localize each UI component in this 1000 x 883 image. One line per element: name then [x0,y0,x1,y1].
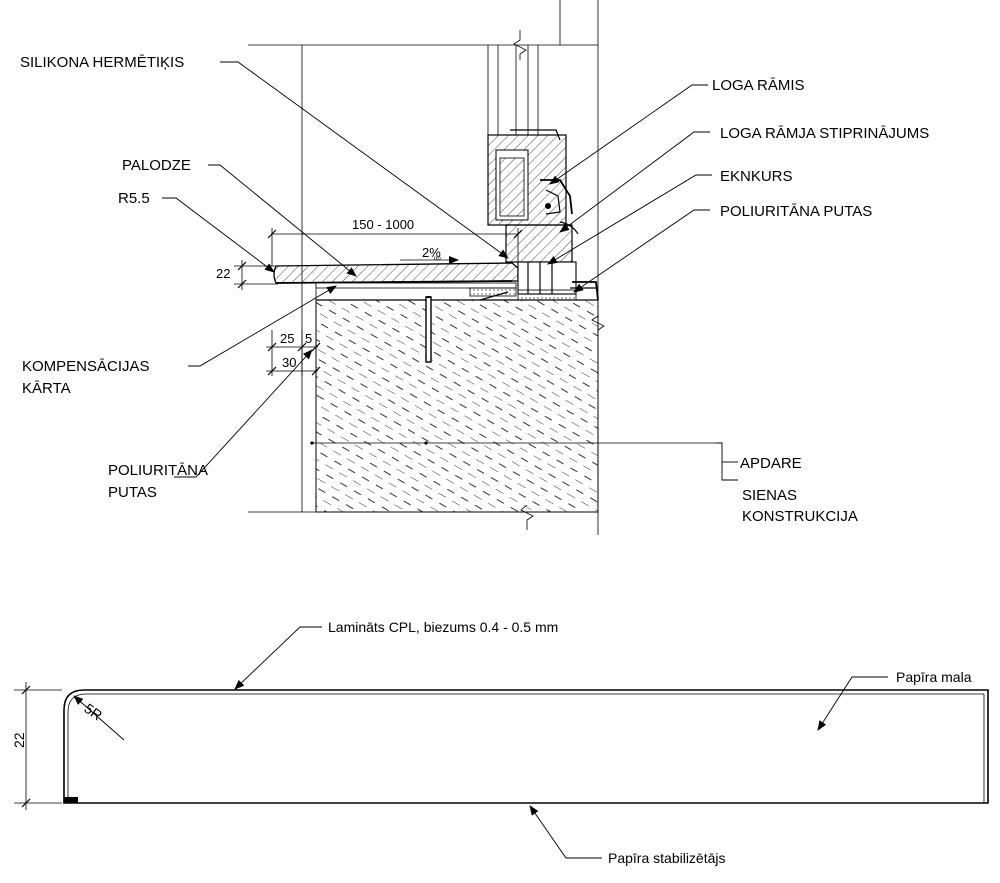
label-paper-edge: Papīra mala [896,669,972,685]
label-window-frame: LOGA RĀMIS [712,77,805,94]
label-radius: R5.5 [118,190,150,207]
compensation-layer [315,282,517,301]
wall-construction [315,299,599,513]
profile-detail: 5R 22 Lamināts CPL, biezums 0.4 - 0.5 mm… [11,619,989,866]
profile-thickness-label: 22 [11,732,27,748]
label-anchor: EKNKURS [720,168,793,185]
dimension-25-label: 25 [280,331,294,346]
label-compensation-layer-2: KĀRTA [22,380,71,397]
profile-labels: Lamināts CPL, biezums 0.4 - 0.5 mm Papīr… [328,619,972,866]
profile-leaders [234,626,888,859]
section-detail: 150 - 1000 2% oo 22 [20,0,929,535]
label-compensation-layer-1: KOMPENSĀCIJAS [22,358,150,375]
label-silicone-sealant: SILIKONA HERMĒTIĶIS [20,54,184,71]
label-wall-1: SIENAS [742,487,797,504]
label-paper-stabilizer: Papīra stabilizētājs [608,850,726,866]
label-sill: PALODZE [122,157,191,174]
slope-indicator: 2% oo [400,245,459,264]
window-sill [273,262,519,284]
dimension-thickness-label: 22 [216,266,230,281]
section-labels: SILIKONA HERMĒTIĶIS PALODZE R5.5 KOMPENS… [20,54,929,525]
label-laminate: Lamināts CPL, biezums 0.4 - 0.5 mm [328,619,558,635]
window-frame [487,45,599,301]
label-frame-fixing: LOGA RĀMJA STIPRINĀJUMS [720,125,929,142]
label-pu-foam-right: POLIURITĀNA PUTAS [720,203,872,220]
leader-lines [162,61,738,481]
sill-profile [63,689,989,804]
dimension-30-label: 30 [282,355,296,370]
label-pu-foam-left-2: PUTAS [108,484,157,501]
dimension-5-label: 5 [305,331,312,346]
label-pu-foam-left-1: POLIURITĀNA [108,462,208,479]
slope-label: 2% [422,245,441,260]
anchor [425,296,432,363]
label-finish: APDARE [740,455,802,472]
dimension-sill-depth-label: 150 - 1000 [352,217,414,232]
dimension-overhang: 25 5 30 [266,330,321,376]
dimension-sill-depth: 150 - 1000 [267,217,523,266]
profile-dimension-thickness: 22 [11,682,62,810]
slope-unit: oo [434,256,441,262]
dimension-thickness: 22 [216,260,278,290]
label-wall-2: KONSTRUKCIJA [742,508,858,525]
